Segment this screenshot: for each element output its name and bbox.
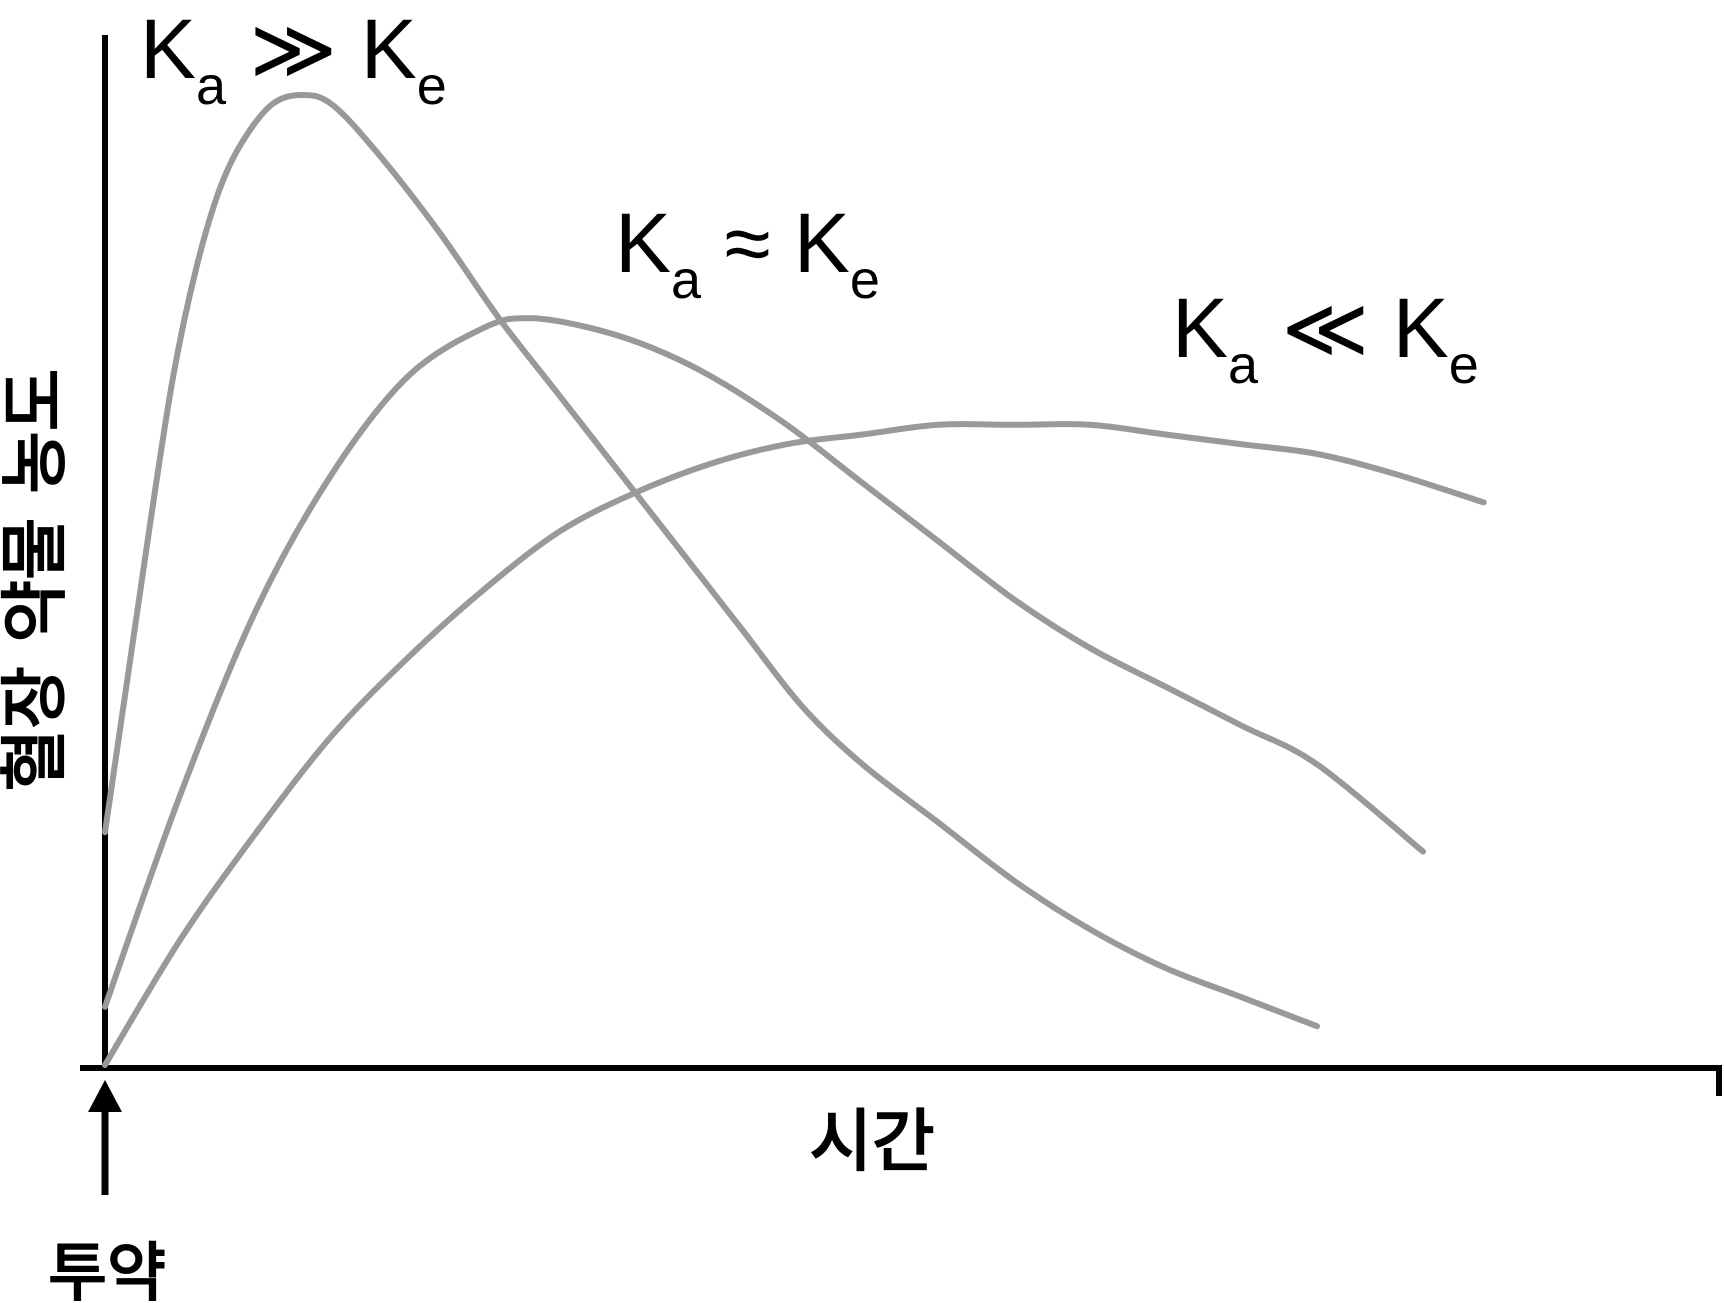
label-main: ≫ xyxy=(226,2,361,96)
label-main: K xyxy=(615,196,671,290)
label-subscript: a xyxy=(196,56,227,116)
curve-fast-absorption xyxy=(102,91,1320,1030)
curve-label: Ka ≫ Ke xyxy=(140,2,447,116)
curve-slow-absorption xyxy=(102,421,1487,1068)
label-main: K xyxy=(361,2,417,96)
x-axis-title: 시간 xyxy=(809,1103,934,1182)
curve-label: Ka ≈ Ke xyxy=(615,196,880,310)
label-subscript: e xyxy=(1449,335,1479,395)
label-main: ≪ xyxy=(1258,281,1393,375)
curve-similar-rates xyxy=(102,315,1426,1010)
dose-arrow-head xyxy=(88,1080,122,1112)
label-subscript: a xyxy=(1228,335,1259,395)
label-subscript: a xyxy=(671,250,702,310)
label-subscript: e xyxy=(850,250,880,310)
y-axis-title: 혈장 약물 농도 xyxy=(0,369,76,792)
label-main: K xyxy=(1172,281,1228,375)
curves-group xyxy=(102,91,1487,1068)
dose-annotation: 투약 xyxy=(48,1237,166,1303)
label-main: ≈ xyxy=(701,196,794,290)
curve-label: Ka ≪ Ke xyxy=(1172,281,1479,395)
label-main: K xyxy=(1393,281,1449,375)
label-main: K xyxy=(140,2,196,96)
label-main: K xyxy=(794,196,850,290)
label-subscript: e xyxy=(417,56,447,116)
